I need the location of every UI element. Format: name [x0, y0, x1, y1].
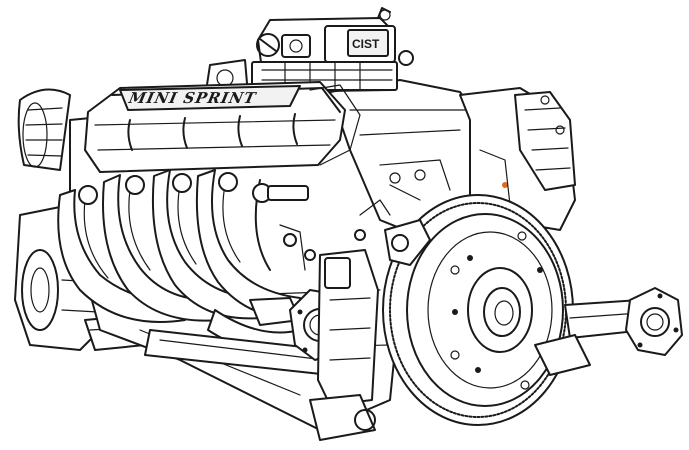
bell-housing — [359, 199, 431, 266]
carburetor-plate-label: CIST — [352, 37, 380, 51]
right-exhaust-flange — [625, 287, 683, 356]
block-fittings — [279, 224, 366, 271]
header-flange-bolts — [78, 172, 309, 205]
flywheel — [382, 194, 574, 426]
right-cylinder-head — [459, 87, 576, 231]
exhaust-headers — [57, 169, 309, 353]
valve-cover-logo: MINI SPRINT — [126, 89, 258, 107]
sensor-indicator — [502, 182, 508, 188]
starter-motor — [309, 249, 379, 441]
right-exhaust-pipe — [534, 299, 646, 376]
valve-cover: MINI SPRINT — [84, 81, 361, 173]
alternator — [17, 88, 71, 171]
